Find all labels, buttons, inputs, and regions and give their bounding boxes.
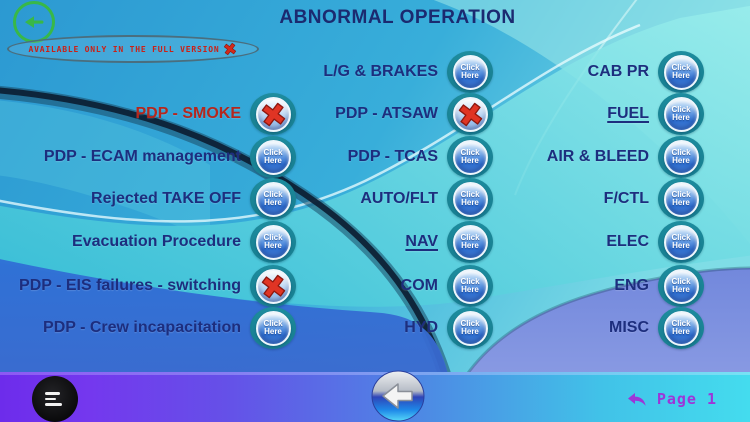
menu-item-label: CAB PR <box>587 63 649 80</box>
full-version-banner-text: AVAILABLE ONLY IN THE FULL VERSION <box>28 44 220 54</box>
locked-x-button-face <box>255 96 291 132</box>
menu-item-label: PDP - ATSAW <box>335 105 438 122</box>
menu-item-label: Evacuation Procedure <box>72 233 241 250</box>
page-indicator: Page 1 <box>627 390 717 408</box>
menu-item-label: PDP - EIS failures - switching <box>19 277 241 294</box>
menu-item-label: HYD <box>404 319 438 336</box>
menu-item-label: ENG <box>614 277 649 294</box>
locked-x-button[interactable] <box>250 93 296 135</box>
hamburger-menu-button[interactable] <box>32 376 78 422</box>
red-x-icon <box>224 42 237 56</box>
footer-back-arrow-icon <box>382 383 413 409</box>
menu-item-label: PDP - SMOKE <box>135 105 242 122</box>
locked-x-button[interactable] <box>250 265 296 307</box>
menu-item-label: AUTO/FLT <box>360 190 438 207</box>
page-number-label: Page 1 <box>656 390 717 408</box>
red-x-icon <box>261 274 285 298</box>
menu-item-label: PDP - Crew incapacitation <box>43 319 241 336</box>
locked-x-button[interactable] <box>447 93 493 135</box>
footer-back-button[interactable] <box>371 370 425 422</box>
menu-item-label: Rejected TAKE OFF <box>91 190 241 207</box>
menu-item-label: PDP - ECAM management <box>43 148 241 165</box>
menu-item-label: MISC <box>609 319 649 336</box>
red-x-icon <box>261 102 285 126</box>
menu-item-label: NAV <box>405 233 438 250</box>
footer-bar: Page 1 <box>0 370 750 422</box>
page-title: ABNORMAL OPERATION <box>279 7 516 28</box>
menu-item-label: COM <box>400 277 438 294</box>
locked-x-button-face <box>255 268 291 304</box>
reply-arrow-icon <box>627 392 646 406</box>
menu-item-label: AIR & BLEED <box>546 148 649 165</box>
red-x-icon <box>458 102 482 126</box>
menu-item-label: PDP - TCAS <box>347 148 438 165</box>
back-arrow-icon <box>24 16 44 28</box>
menu-item-label: F/CTL <box>603 190 649 207</box>
menu-item-label: ELEC <box>606 233 649 250</box>
locked-x-button-face <box>452 96 488 132</box>
full-version-banner: AVAILABLE ONLY IN THE FULL VERSION <box>7 35 259 63</box>
menu-item-label: FUEL <box>607 105 649 122</box>
menu-item-label: L/G & BRAKES <box>323 63 438 80</box>
hamburger-icon <box>45 392 60 395</box>
